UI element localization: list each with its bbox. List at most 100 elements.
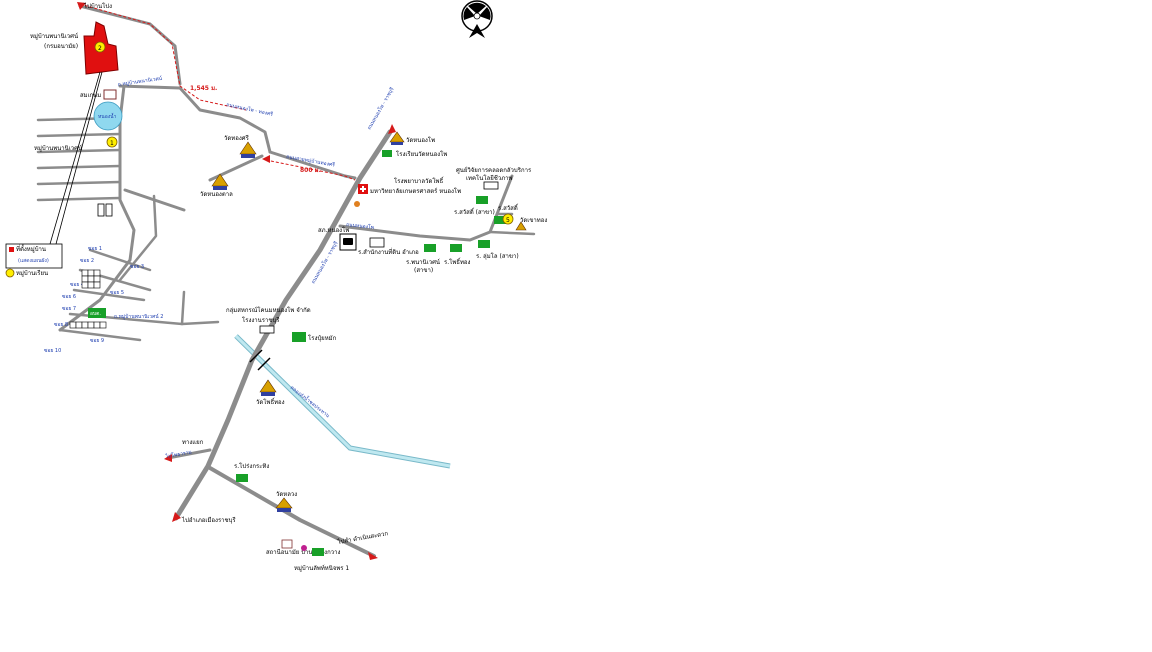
temple-icon-right: [515, 221, 527, 231]
police-label: สภ.หนองโพ: [318, 226, 349, 234]
legend-label-1: ที่ตั้งหมู่บ้าน: [16, 243, 46, 253]
route-to-village: 1,545 ม.: [77, 2, 247, 111]
marker-5: [502, 213, 514, 225]
rice-center-2-label: เทคโนโลยีชีวภาพ: [466, 174, 513, 182]
marker-1-label: 1: [110, 140, 114, 147]
to-bottom-left-label: ไปอำเภอเมืองราชบุรี: [181, 516, 236, 524]
school-right-1-label: ร.สวัสดิ์ (สาขา): [454, 207, 495, 216]
marker-1: [106, 136, 118, 148]
canal-label: คลองส่งน้ำชลประทาน: [289, 382, 333, 419]
route-east: 800 ม.: [262, 155, 356, 181]
arrow-north-main: [388, 124, 396, 134]
wat-1-label: วัดทองศรี: [224, 134, 250, 142]
distance-label-2: 800 ม.: [300, 167, 321, 174]
to-top-label: ไปบ้านโปง: [83, 2, 112, 10]
hospital-1-label: โรงพยาบาลวัดโพธิ์: [394, 176, 445, 185]
soi-2-label: ซอย 2: [80, 258, 94, 264]
factory-icon: [483, 181, 499, 190]
flag-icon: [301, 545, 307, 551]
bus-label: ร.สำนักงานที่ดิน อำเภอ: [358, 248, 419, 256]
soi-5-label: ซอย 5: [110, 290, 124, 296]
road-right-label: ถนนหนองโพ: [346, 221, 375, 231]
arrow-southwest: [172, 512, 181, 522]
rice-center-label: ศูนย์วิจัยการคลอดกลัวบริการ: [456, 166, 532, 174]
pond-label: หนองน้ำ: [98, 111, 117, 120]
office-icon-lower: [88, 308, 106, 318]
lower-village-blocks: [69, 269, 107, 329]
soi-8-label: ซอย 8: [54, 322, 68, 328]
road-north-label: ถนนหนองโพ - ราชบุรี: [366, 86, 396, 131]
village-main-label: หมู่บ้านพนานิเวศน์: [30, 32, 78, 40]
community-center-label: สมเกษม: [80, 92, 101, 99]
rail-point-label: ทางแยก: [182, 439, 204, 446]
soi-1-label: ซอย 1: [88, 246, 102, 252]
to-bottom-right-label: ไปสำ ดำเนินสะดวก: [336, 529, 389, 546]
building-icon: [103, 89, 117, 100]
wat-3-label: วัดหนองโพ: [406, 136, 435, 144]
legend-label-2: หมู่บ้านเรียน: [16, 269, 48, 277]
temple-icon-1: [239, 141, 257, 158]
legend-leader: [49, 71, 103, 245]
school-e-label: ร.โปร่งกระทิง: [234, 462, 269, 470]
school-icon-right-2: [494, 216, 506, 224]
school-icon-a: [424, 244, 436, 252]
canal: [234, 334, 451, 469]
school-c-label: ร. ลุ่มโล (สาขา): [476, 252, 519, 260]
village-blocks: [97, 203, 113, 217]
school-right-2-label: ร.สวัสดิ์: [498, 203, 519, 212]
road-network: [36, 4, 536, 558]
soi-3-label: ซอย 3: [130, 264, 144, 270]
village-main-area: 2: [83, 21, 119, 75]
school-icon-c: [478, 240, 490, 248]
coop-label: กลุ่มสหกรณ์โคนมหนองโพ จำกัด: [226, 306, 311, 314]
office-bottom-label: สถานีอนามัย บ้านหนองกวาง: [266, 548, 340, 556]
school-a-label: ร.พนานิเวศน์: [406, 258, 440, 266]
coop-sub-label: โรงงานราชบุรี: [242, 316, 280, 324]
village-bottom-label: หมู่บ้านลัพท์หนิจพร 1: [294, 564, 349, 572]
road-to-left: [166, 448, 212, 460]
lower-office-label: อบต.: [90, 311, 101, 317]
school-d-label: โรงปุ๋ยหมัก: [308, 334, 337, 342]
marker-2-label: 2: [98, 45, 102, 52]
office-icon: [369, 237, 385, 248]
school-icon-right-1: [476, 196, 488, 204]
distance-label-1: 1,545 ม.: [190, 85, 217, 92]
compass-icon: [461, 0, 493, 38]
temple-icon-4: [259, 379, 277, 396]
school-icon-3: [382, 150, 392, 157]
school-a-sub: (สาขา): [414, 267, 433, 274]
wat-5-label: วัดหลวง: [276, 491, 297, 498]
village-main-sub: (กรมอนามัย): [44, 43, 78, 50]
school-3-label: โรงเรียนวัดหนองโพ: [396, 150, 447, 158]
pond: [93, 101, 123, 131]
soi-6-label: ซอย 6: [62, 294, 76, 300]
factory-icon-coop: [259, 325, 275, 334]
school-b-label: ร.โพธิ์ทอง: [444, 257, 471, 266]
bus-icon: [339, 233, 357, 251]
to-left-label: ไปโพธาราม: [164, 449, 192, 461]
legend-label-1b: (แสดงแผนผัง): [18, 258, 49, 264]
arrow-southeast: [368, 552, 378, 560]
road-lower-village-label: ถ.หมู่บ้านพนานิเวศน์ 2: [114, 313, 163, 320]
school-icon-f: [312, 548, 324, 556]
pin-icon: [354, 201, 360, 207]
hospital-2-label: มหาวิทยาลัยเกษตรศาสตร์ หนองโพ: [370, 187, 461, 195]
school-icon-e: [236, 474, 248, 482]
school-icon-b: [450, 244, 462, 252]
temple-icon-2: [211, 173, 229, 190]
temple-icon-5: [275, 497, 293, 512]
village-left-label: หมู่บ้านพนานิเวศน์: [34, 144, 82, 152]
soi-7-label: ซอย 7: [62, 306, 76, 312]
bridge-icon: [249, 349, 271, 371]
soi-10-label: ซอย 10: [44, 348, 61, 354]
legend-box: ที่ตั้งหมู่บ้าน (แสดงแผนผัง) หมู่บ้านเรี…: [5, 243, 63, 278]
soi-9-label: ซอย 9: [90, 338, 104, 344]
arrow-west: [164, 454, 172, 462]
school-icon-d: [292, 332, 306, 342]
soi-4-label: ซอย 4: [70, 282, 84, 288]
wat-4-label: วัดโพธิ์ทอง: [256, 397, 285, 406]
marker-5-label: 5: [506, 217, 510, 224]
hospital-icon: [358, 184, 368, 194]
office-icon-bottom: [281, 539, 293, 549]
